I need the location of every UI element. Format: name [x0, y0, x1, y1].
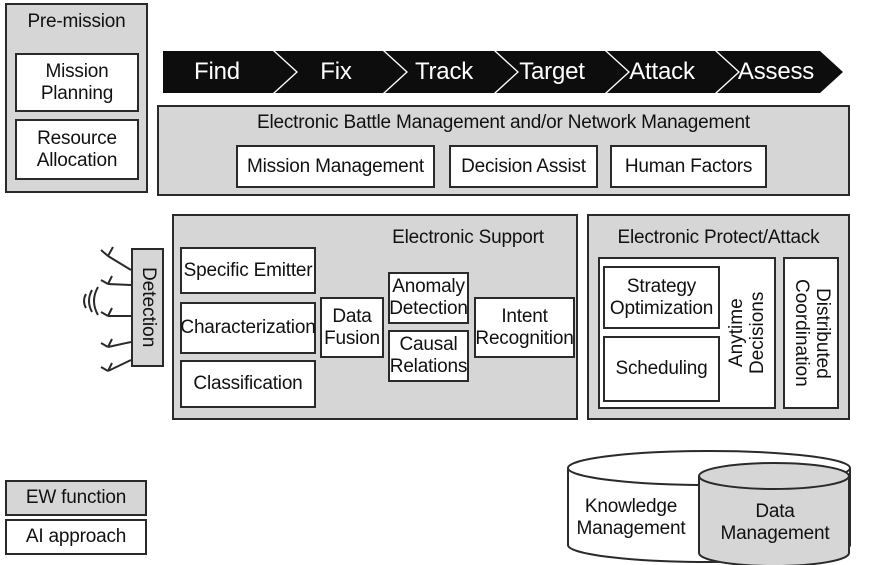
- legend-ew-function: EW function: [5, 480, 147, 516]
- chevron-attack: [607, 51, 738, 93]
- intent-recognition-box: Intent Recognition: [474, 297, 575, 358]
- chevron-fix: [275, 51, 406, 93]
- step-fix: Fix: [320, 58, 352, 86]
- strategy-optimization-box: Strategy Optimization: [603, 266, 720, 329]
- chevron-assess: [717, 51, 843, 93]
- distributed-coordination-box: Distributed Coordination: [783, 257, 839, 409]
- data-management-label: Data Management: [720, 501, 830, 544]
- electronic-support-title: Electronic Support: [392, 227, 544, 249]
- detection-box: Detection: [131, 248, 164, 367]
- characterization-box: Characterization: [180, 302, 316, 354]
- data-fusion-box: Data Fusion: [320, 297, 384, 358]
- step-find: Find: [194, 58, 240, 86]
- specific-emitter-box: Specific Emitter: [180, 247, 316, 294]
- human-factors-box: Human Factors: [610, 145, 767, 188]
- scheduling-box: Scheduling: [603, 336, 720, 402]
- knowledge-management-label: Knowledge Management: [576, 496, 686, 539]
- premission-title: Pre-mission: [27, 11, 126, 33]
- electronic-protect-attack-title: Electronic Protect/Attack: [617, 227, 820, 249]
- resource-allocation-box: Resource Allocation: [15, 119, 139, 180]
- step-target: Target: [519, 58, 585, 86]
- battle-management-title: Electronic Battle Management and/or Netw…: [257, 112, 750, 134]
- chevron-target: [496, 51, 628, 93]
- step-assess: Assess: [737, 58, 815, 86]
- chevron-track: [385, 51, 517, 93]
- decision-assist-box: Decision Assist: [449, 145, 598, 188]
- mission-planning-box: Mission Planning: [15, 53, 139, 112]
- step-attack: Attack: [629, 58, 695, 86]
- step-track: Track: [414, 58, 474, 86]
- causal-relations-box: Causal Relations: [388, 330, 469, 382]
- legend-ai-approach: AI approach: [5, 519, 147, 555]
- mission-management-box: Mission Management: [236, 145, 435, 188]
- anomaly-detection-box: Anomaly Detection: [388, 272, 469, 324]
- classification-box: Classification: [180, 360, 316, 408]
- chevron-find: [163, 51, 296, 93]
